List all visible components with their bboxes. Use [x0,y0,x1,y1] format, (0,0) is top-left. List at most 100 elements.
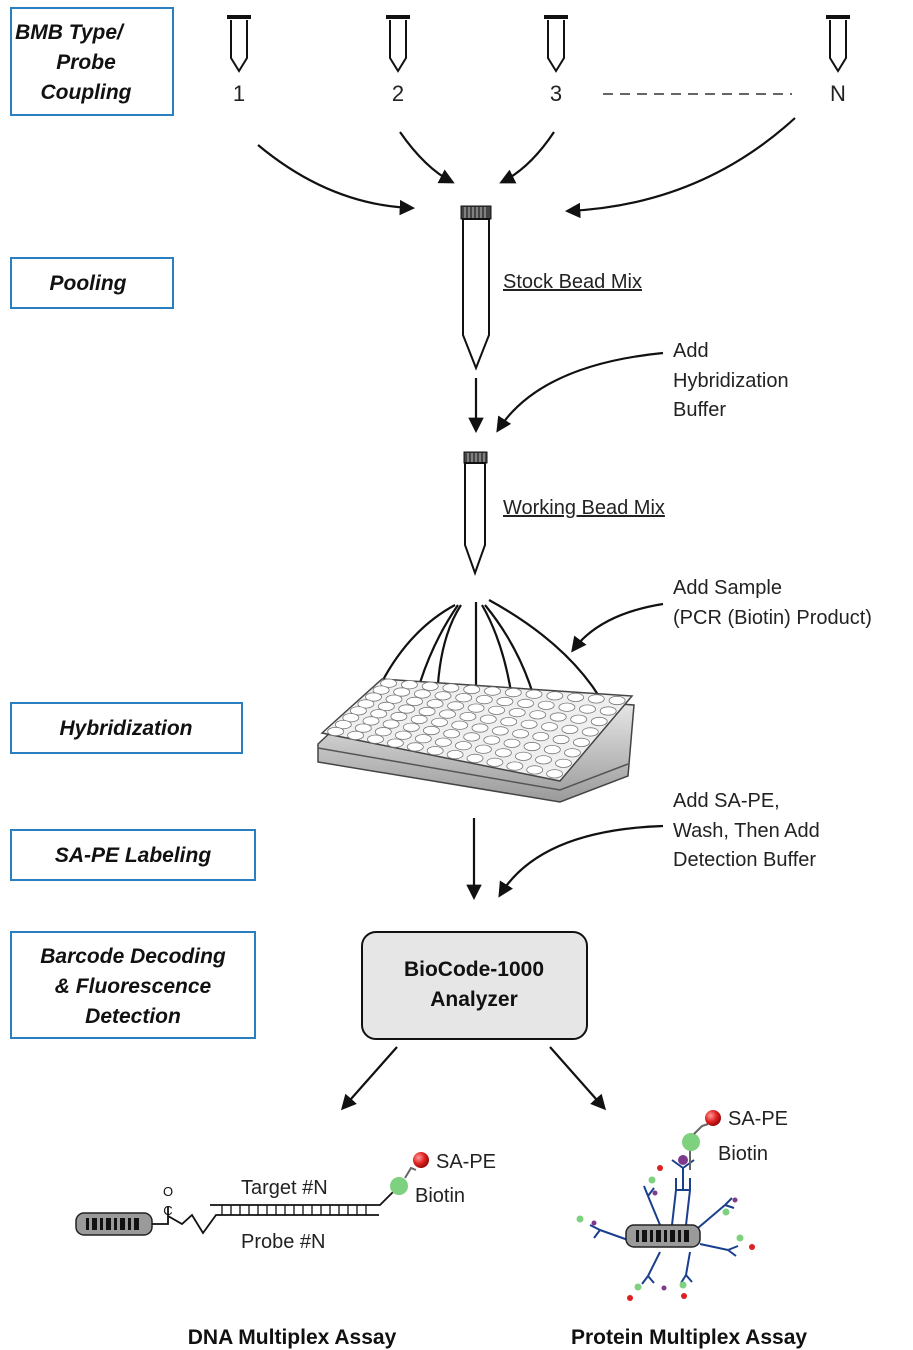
dna-linker [152,1206,379,1235]
add-sample-line1: Add Sample [673,577,782,599]
plate-well [515,751,532,761]
plate-well [327,726,345,737]
add-hyb-line1: Add [673,340,709,362]
plate-well [382,719,400,729]
working-bead-mix-label: Working Bead Mix [503,497,665,519]
add-hyb-line2: Hybridization [673,370,789,392]
stage-sape-labeling: SA-PE Labeling [10,829,256,881]
tube-number-3: 3 [550,81,562,106]
plate-well [537,700,555,710]
plate-well [447,701,465,711]
plate-well [390,711,408,722]
plate-well [393,687,411,697]
arrow-add-hyb-buffer [496,351,664,433]
plate-well [484,686,501,696]
plate-well [504,687,522,698]
plate-well [479,714,497,724]
analyzer-line1: BioCode-1000 [404,958,544,981]
plate-well [386,738,404,748]
well-plate [317,678,635,803]
plate-well [459,711,477,722]
plate-well [535,755,552,765]
plate-well [564,748,581,758]
plate-well [463,732,481,742]
plate-well [543,744,561,755]
tube-number-1: 1 [233,81,245,106]
stage-pooling: Pooling [10,257,174,309]
plate-well [451,720,469,730]
plate-well [342,713,360,723]
plate-well [434,691,452,701]
plate-well [475,694,493,705]
plate-well [500,717,518,727]
plate-well [439,709,456,719]
dna-bead-barcode [86,1218,139,1230]
biocode-analyzer: BioCode-1000 Analyzer [361,931,588,1040]
plate-well [486,757,504,767]
plate-well [413,689,431,699]
plate-well [347,730,365,741]
plate-well [454,741,472,751]
add-sape-line1: Add SA-PE, [673,790,780,812]
dna-probe-label: Probe #N [241,1231,326,1253]
plate-well [377,701,395,712]
plate-well [523,741,541,752]
plate-well [463,684,481,695]
plate-well [362,716,380,726]
plate-well [442,683,460,693]
plate-well [443,729,461,739]
plate-well [434,737,452,747]
plate-well [380,678,398,688]
plate-well [590,716,608,727]
plate-well [372,685,390,695]
stage-bmb-coupling: BMB Type/ Probe Coupling [10,7,174,116]
plate-well [370,709,388,719]
plate-well [567,692,584,703]
stage-hybridization-label: Hybridization [59,717,192,740]
stage-bmb-line2: Probe [56,51,116,74]
plate-well [546,769,563,779]
stage-barcode-detection: Barcode Decoding & Fluorescence Detectio… [10,931,256,1039]
plate-well [354,723,372,733]
stock-bead-tube [460,205,492,371]
plate-well [431,717,448,727]
stage-hybridization: Hybridization [10,702,243,754]
plate-well [608,695,626,706]
arrow-tube1-to-stock [257,144,416,216]
plate-well [357,699,375,709]
plate-well [555,758,572,768]
plate-well [558,702,576,712]
arrow-to-dna-assay [340,1046,398,1111]
plate-well [446,749,464,760]
plate-well [421,681,439,691]
protein-biotin-dot [682,1133,700,1151]
plate-well [426,746,444,756]
plate-well [400,680,418,690]
stage-pooling-label: Pooling [50,272,127,295]
plate-well [334,719,352,730]
plate-well [374,727,392,737]
plate-well [483,735,501,745]
stage-bmb-line3: Coupling [41,81,132,104]
plate-well [541,722,558,732]
plate-well [467,703,485,713]
plate-well [525,689,543,699]
small-tube-1 [227,15,251,73]
arrow-tube3-to-stock [499,131,555,184]
plate-well [599,706,617,716]
plate-well [349,706,367,716]
stock-bead-mix-label: Stock Bead Mix [503,271,642,293]
plate-well [385,694,403,704]
plate-well [494,748,512,758]
plate-well [570,714,588,724]
small-tube-2 [386,15,410,73]
stage-barcode-line3: Detection [85,1005,181,1028]
dna-linker-o: O [163,1184,173,1199]
plate-well [398,704,416,714]
dna-sape-ball [413,1152,429,1168]
plate-well [526,765,544,775]
arrow-to-protein-assay [549,1046,607,1111]
dna-sape-label: SA-PE [436,1151,496,1173]
plate-well [491,726,509,736]
